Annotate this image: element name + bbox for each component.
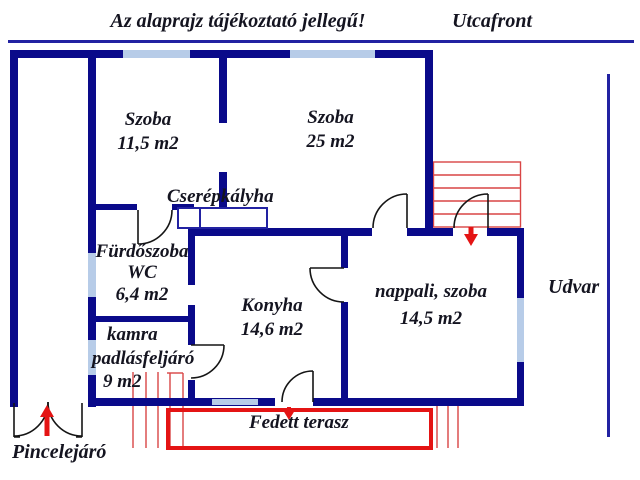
entrance-down-arrow-icon bbox=[464, 227, 478, 246]
wall-mid-horizontal-2 bbox=[407, 228, 453, 236]
stove-label: Cserépkályha bbox=[167, 186, 274, 207]
wall-exterior-bottom-1 bbox=[88, 398, 275, 406]
pantry-area: 9 m2 bbox=[103, 371, 142, 392]
window-kitchen-bottom bbox=[212, 399, 258, 405]
wall-bathroom-right-2 bbox=[188, 305, 195, 322]
pantry-name: kamra bbox=[107, 324, 158, 345]
room-label-living: nappali, szoba 14,5 m2 bbox=[356, 279, 506, 332]
window-pantry bbox=[88, 340, 96, 375]
room-name: nappali, szoba bbox=[375, 281, 487, 302]
wall-room2-right bbox=[425, 50, 433, 235]
street-front-label: Utcafront bbox=[452, 10, 532, 32]
room-area: 25 m2 bbox=[306, 130, 355, 152]
room-label-kitchen: Konyha 14,6 m2 bbox=[222, 294, 322, 342]
header-underline bbox=[8, 40, 634, 43]
cellar-up-arrow-icon bbox=[40, 405, 54, 436]
yard-boundary-line bbox=[607, 74, 610, 437]
room-label-szoba1: Szoba 11,5 m2 bbox=[98, 108, 198, 156]
wall-kitchen-living-2 bbox=[341, 302, 348, 400]
tile-stove-divider bbox=[199, 207, 201, 229]
room-area: 14,5 m2 bbox=[399, 307, 463, 329]
wall-mid-horizontal-1 bbox=[188, 228, 372, 236]
wall-exterior-bottom-2 bbox=[313, 398, 524, 406]
room-label-szoba2: Szoba 25 m2 bbox=[283, 106, 378, 154]
room-area: 11,5 m2 bbox=[117, 132, 179, 154]
window-living-right bbox=[517, 298, 524, 362]
room-label-bathroom: Fürdőszoba WC 6,4 m2 bbox=[86, 241, 198, 305]
covered-terrace-outline bbox=[166, 408, 433, 450]
terrace-door-arrow-icon bbox=[283, 407, 295, 420]
window-top-2 bbox=[290, 50, 375, 58]
wall-bathroom-bottom bbox=[88, 316, 195, 322]
room-name: Konyha bbox=[241, 295, 303, 316]
door-bathroom bbox=[137, 209, 173, 245]
entrance-stairs bbox=[432, 161, 522, 228]
wall-mid-horizontal-3 bbox=[487, 228, 524, 236]
cellar-door-left-arc bbox=[13, 401, 49, 438]
wall-exterior-left bbox=[10, 50, 18, 407]
room-name: Szoba bbox=[124, 109, 172, 130]
door-terrace bbox=[281, 370, 314, 403]
window-bathroom bbox=[88, 253, 96, 297]
terrace-label: Fedett terasz bbox=[249, 412, 349, 433]
door-pantry-kitchen bbox=[190, 344, 225, 379]
room-name: Fürdőszoba bbox=[95, 241, 189, 262]
wall-room-divider-lower bbox=[219, 172, 227, 210]
wall-pantry-right-1 bbox=[188, 322, 195, 345]
wall-side-passage bbox=[88, 50, 96, 407]
door-main-entrance bbox=[453, 193, 489, 229]
door-kitchen-living bbox=[309, 267, 345, 303]
yard-label: Udvar bbox=[548, 276, 600, 298]
door-living-room2 bbox=[372, 193, 408, 229]
wall-room-divider-upper bbox=[219, 50, 227, 123]
disclaimer-text: Az alaprajz tájékoztató jellegű! bbox=[110, 10, 366, 32]
room-name: Szoba bbox=[307, 107, 354, 128]
wall-kitchen-living-1 bbox=[341, 236, 348, 268]
room-name2: WC bbox=[127, 262, 157, 284]
wall-bathroom-right-1 bbox=[188, 228, 195, 285]
cellar-label: Pincelejáró bbox=[12, 441, 107, 463]
attic-ladder bbox=[132, 372, 184, 448]
wall-bathroom-top-1 bbox=[88, 204, 137, 210]
terrace-side-steps bbox=[436, 406, 459, 448]
room-area: 6,4 m2 bbox=[115, 283, 169, 305]
room-area: 14,6 m2 bbox=[240, 318, 304, 340]
window-top-1 bbox=[123, 50, 190, 58]
wall-pantry-right-2 bbox=[188, 380, 195, 405]
pantry-name2: padlásfeljáró bbox=[92, 348, 195, 369]
cellar-door-right-arc bbox=[47, 401, 83, 438]
